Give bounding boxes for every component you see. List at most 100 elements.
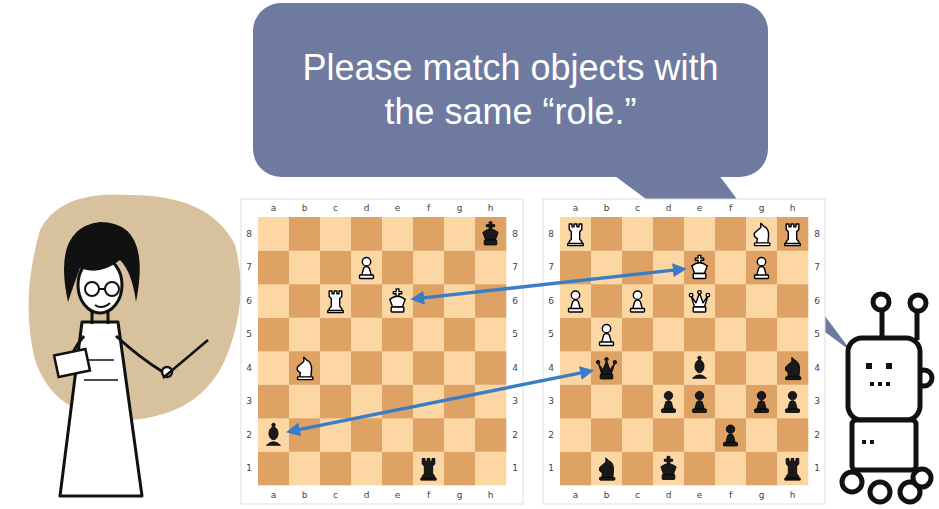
rank-label: 5: [547, 329, 555, 339]
chess-piece: [483, 222, 498, 245]
board-frame: [241, 199, 523, 504]
board-square: [382, 284, 413, 318]
board-square: [289, 284, 320, 318]
board-square: [777, 284, 808, 318]
board-square: [320, 385, 351, 419]
board-square: [560, 452, 591, 486]
board-square: [475, 318, 506, 352]
robot-wheel: [913, 469, 931, 487]
chess-piece: [785, 224, 800, 246]
robot-figure: [842, 294, 932, 502]
board-square: [560, 385, 591, 419]
board-square: [653, 251, 684, 285]
board-square: [622, 385, 653, 419]
board-square: [382, 351, 413, 385]
board-square: [258, 284, 289, 318]
teacher-mouth: [95, 303, 110, 307]
rank-label: 8: [547, 229, 555, 239]
board-square: [653, 351, 684, 385]
board-frame: [543, 199, 825, 504]
board-square: [289, 418, 320, 452]
chess-piece: [328, 291, 343, 313]
chess-piece: [693, 356, 707, 378]
board-square: [777, 351, 808, 385]
rank-label: 3: [245, 396, 253, 406]
rank-label: 8: [511, 229, 519, 239]
board-square: [320, 284, 351, 318]
board-square: [351, 251, 382, 285]
file-label: b: [301, 203, 309, 213]
board-square: [258, 251, 289, 285]
chess-piece: [297, 357, 313, 379]
file-label: b: [603, 490, 611, 500]
board-square: [715, 251, 746, 285]
board-square: [684, 251, 715, 285]
board-square: [320, 318, 351, 352]
board-square: [591, 217, 622, 251]
chess-piece: [600, 324, 614, 345]
rank-label: 8: [245, 229, 253, 239]
rank-label: 7: [511, 262, 519, 272]
teacher-glasses: [99, 288, 105, 290]
board-square: [777, 418, 808, 452]
board-square: [320, 351, 351, 385]
rank-label: 4: [511, 363, 519, 373]
board-square: [289, 318, 320, 352]
chess-piece: [421, 458, 436, 480]
teacher-book: [54, 349, 90, 377]
robot-antenna: [873, 294, 889, 310]
match-arrows: [290, 269, 682, 431]
board-square: [258, 318, 289, 352]
board-square: [382, 418, 413, 452]
chess-piece: [692, 255, 707, 278]
file-label: f: [728, 490, 733, 500]
board-square: [622, 418, 653, 452]
pointer-stick: [163, 340, 208, 378]
board-square: [258, 385, 289, 419]
file-label: g: [758, 490, 766, 500]
chess-piece: [267, 423, 281, 445]
chess-piece: [596, 358, 616, 379]
board-square: [746, 418, 777, 452]
file-label: h: [789, 490, 797, 500]
match-arrow: [414, 269, 682, 299]
board-square: [746, 284, 777, 318]
chess-piece: [724, 425, 738, 446]
teacher-glasses: [85, 282, 99, 296]
board-square: [622, 351, 653, 385]
rank-label: 1: [511, 463, 519, 473]
board-square: [591, 418, 622, 452]
board-square: [413, 284, 444, 318]
board-square: [777, 217, 808, 251]
rank-label: 2: [245, 430, 253, 440]
board-square: [684, 351, 715, 385]
board-square: [622, 318, 653, 352]
board-square: [746, 318, 777, 352]
board-square: [653, 318, 684, 352]
file-label: e: [394, 203, 402, 213]
board-square: [715, 318, 746, 352]
board-square: [475, 351, 506, 385]
chess-piece: [569, 291, 583, 312]
board-square: [653, 385, 684, 419]
file-label: h: [487, 490, 495, 500]
board-square: [653, 452, 684, 486]
board-square: [591, 452, 622, 486]
board-square: [560, 418, 591, 452]
chess-piece: [661, 456, 676, 479]
board-square: [444, 251, 475, 285]
board-square: [475, 452, 506, 486]
board-square: [289, 452, 320, 486]
board-square: [351, 452, 382, 486]
board-square: [444, 385, 475, 419]
board-square: [591, 385, 622, 419]
rank-label: 3: [547, 396, 555, 406]
robot-wheel: [842, 472, 862, 492]
board-square: [351, 217, 382, 251]
board-square: [258, 418, 289, 452]
board-square: [746, 452, 777, 486]
board-square: [684, 318, 715, 352]
file-label: a: [270, 490, 278, 500]
board-square: [653, 418, 684, 452]
rank-label: 3: [511, 396, 519, 406]
